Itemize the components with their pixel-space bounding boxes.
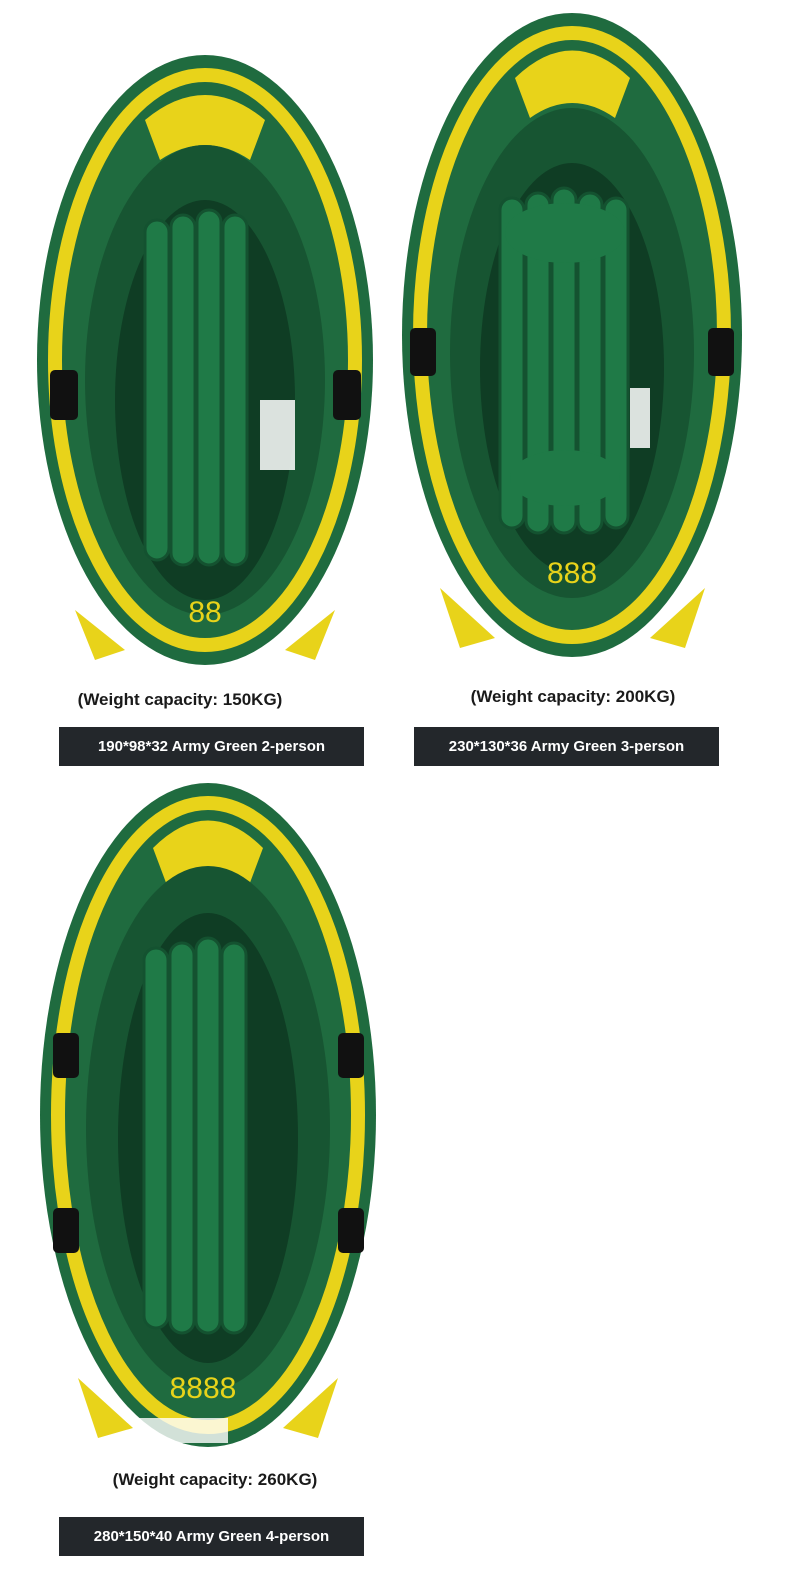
hull-number: 888 <box>547 557 597 590</box>
capacity-text: (Weight capacity: 260KG) <box>112 1470 318 1489</box>
boat-image-2-person: 88 <box>35 50 375 670</box>
boat-image-4-person: 8888 <box>38 778 378 1452</box>
variant-option-2-person[interactable]: 190*98*32 Army Green 2-person <box>59 727 364 766</box>
hull-number: 88 <box>188 596 221 629</box>
variant-option-3-person[interactable]: 230*130*36 Army Green 3-person <box>414 727 719 766</box>
variant-option-4-person[interactable]: 280*150*40 Army Green 4-person <box>59 1517 364 1556</box>
inflatable-boat-3-person: 888 <box>402 13 742 657</box>
boat-image-3-person: 888 <box>400 8 745 663</box>
inflatable-boat-4-person: 8888 <box>40 783 376 1447</box>
hull-number: 8888 <box>170 1372 237 1405</box>
capacity-text: (Weight capacity: 200KG) <box>470 687 676 706</box>
capacity-text: (Weight capacity: 150KG) <box>77 690 283 709</box>
inflatable-boat-2-person: 88 <box>37 55 373 665</box>
